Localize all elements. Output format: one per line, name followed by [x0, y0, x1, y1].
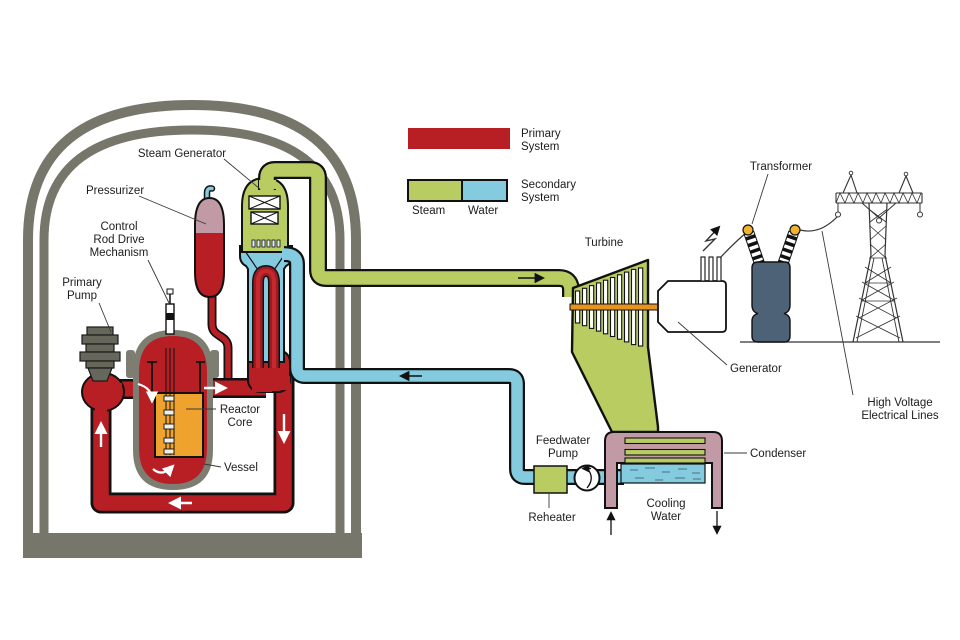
- condenser-label: Condenser: [750, 448, 806, 460]
- insulator-right: [917, 211, 923, 218]
- svg-text:Pump: Pump: [548, 448, 578, 460]
- generator-terminals: [700, 256, 722, 282]
- labels: Steam Generator Pressurizer Control Rod …: [62, 148, 939, 524]
- legend-secondary-label: Secondary: [521, 179, 576, 191]
- turbine-shaft: [569, 303, 661, 311]
- turbine: [569, 258, 661, 434]
- reactor-vessel: [126, 288, 219, 490]
- reactor-core: [154, 392, 204, 458]
- bushing-terminal-right: [789, 224, 801, 236]
- svg-text:Mechanism: Mechanism: [90, 247, 149, 259]
- control-rod-drive-label: Control: [100, 221, 137, 233]
- vessel-label: Vessel: [224, 462, 258, 474]
- steam-generator: [239, 176, 293, 393]
- vessel-lug-left: [126, 350, 135, 378]
- sg-nozzles: [251, 239, 281, 248]
- primary-pump: [79, 326, 121, 382]
- svg-text:Water: Water: [651, 511, 681, 523]
- legend-primary-swatch: [408, 128, 510, 149]
- legend: Primary System Secondary System Steam Wa…: [407, 128, 576, 217]
- svg-text:Electrical Lines: Electrical Lines: [861, 410, 939, 422]
- turbine-label: Turbine: [585, 237, 624, 249]
- sg-u-tube: [252, 264, 280, 368]
- svg-text:System: System: [521, 141, 559, 153]
- generator-label: Generator: [730, 363, 782, 375]
- primary-pump-label: Primary: [62, 277, 102, 289]
- legend-steam-swatch: [408, 180, 462, 201]
- containment-structure: [23, 99, 362, 558]
- svg-text:Core: Core: [228, 417, 253, 429]
- feedwater-pump: [573, 464, 601, 492]
- transmission-tower: [835, 170, 923, 343]
- transformer: [740, 215, 940, 343]
- legend-primary-label: Primary: [521, 128, 561, 140]
- control-rod-drive-mechanism: [165, 288, 175, 335]
- svg-text:Pump: Pump: [67, 290, 97, 302]
- reactor-core-label: Reactor: [220, 404, 260, 416]
- pump-symbol-icon: [573, 464, 601, 492]
- control-rods: [163, 348, 175, 455]
- reheater-label: Reheater: [528, 512, 575, 524]
- pressurizer: [194, 185, 225, 299]
- bushing-terminal-left: [742, 224, 754, 236]
- legend-water-label: Water: [468, 205, 498, 217]
- transformer-body: [751, 261, 791, 343]
- main-steam-pipe: [258, 161, 580, 298]
- insulator-left: [835, 211, 841, 218]
- generator-body: [657, 280, 727, 333]
- reheater: [533, 465, 568, 494]
- condenser: [604, 431, 723, 509]
- high-voltage-label: High Voltage: [867, 397, 932, 409]
- transmission-wire: [799, 215, 839, 232]
- generator-wire: [719, 231, 748, 259]
- svg-text:System: System: [521, 192, 559, 204]
- legend-steam-label: Steam: [412, 205, 445, 217]
- transformer-label: Transformer: [750, 161, 812, 173]
- steam-generator-label: Steam Generator: [138, 148, 226, 160]
- surge-line: [207, 296, 233, 384]
- lightning-arrow-icon: [702, 225, 721, 252]
- svg-text:Rod Drive: Rod Drive: [93, 234, 144, 246]
- cooling-water-label: Cooling: [647, 498, 686, 510]
- generator: [657, 225, 748, 333]
- containment-base-slab: [23, 533, 362, 558]
- flow-arrows: [94, 272, 722, 535]
- sg-moisture-separators: [248, 195, 281, 225]
- pressurizer-label: Pressurizer: [86, 185, 144, 197]
- feedwater-pump-label: Feedwater: [536, 435, 591, 447]
- feedwater-pipe: [282, 246, 624, 485]
- insulator-center: [876, 217, 882, 224]
- legend-water-swatch: [462, 180, 507, 201]
- sg-water-shell: [239, 245, 293, 363]
